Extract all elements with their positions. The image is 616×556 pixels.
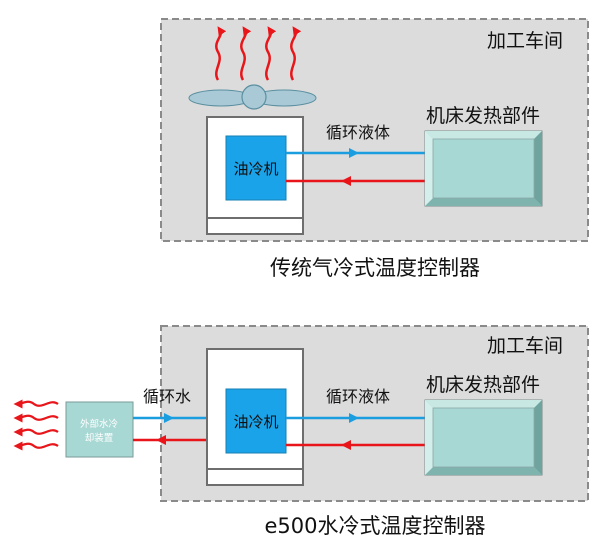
water-return-arrow	[156, 435, 166, 445]
chiller-cabinet-1: 油冷机	[206, 116, 304, 235]
coolant-return-arrow-1	[341, 176, 351, 186]
external-device-label-line2: 却装置	[85, 432, 114, 444]
heat-waves-left-icon	[13, 399, 59, 451]
coolant-supply-arrow-1	[349, 148, 359, 158]
caption-2: e500水冷式温度控制器	[264, 514, 485, 538]
heat-waves-up-icon	[215, 26, 302, 81]
coolant-return-arrow-2	[341, 440, 351, 450]
workshop-label-2: 加工车间	[487, 335, 563, 357]
external-water-cooler: 外部水冷 却装置	[65, 401, 134, 458]
chiller-label-1: 油冷机	[233, 160, 278, 178]
external-device-label-line1: 外部水冷	[80, 418, 119, 430]
machine-label-1: 机床发热部件	[426, 105, 540, 127]
circulating-water-label: 循环水	[143, 387, 191, 406]
water-supply-arrow	[164, 413, 174, 423]
diagram-air-cooled: 加工车间 油冷机 循环液体	[160, 18, 589, 280]
chiller-unit-1	[225, 135, 287, 201]
circulating-liquid-label-2: 循环液体	[326, 387, 390, 406]
coolant-supply-arrow-2	[349, 413, 359, 423]
machine-label-2: 机床发热部件	[426, 374, 540, 396]
fan-icon	[188, 84, 317, 110]
machine-heat-part-1	[424, 130, 543, 207]
chiller-unit-2	[225, 388, 287, 454]
caption-1: 传统气冷式温度控制器	[270, 256, 480, 280]
chiller-label-2: 油冷机	[233, 413, 278, 431]
machine-heat-part-2	[424, 399, 543, 476]
circulating-liquid-label-1: 循环液体	[326, 123, 390, 142]
diagram-water-cooled: 加工车间 外部水冷 却装置 循环水 油冷机	[13, 325, 589, 538]
workshop-label-1: 加工车间	[487, 30, 563, 52]
